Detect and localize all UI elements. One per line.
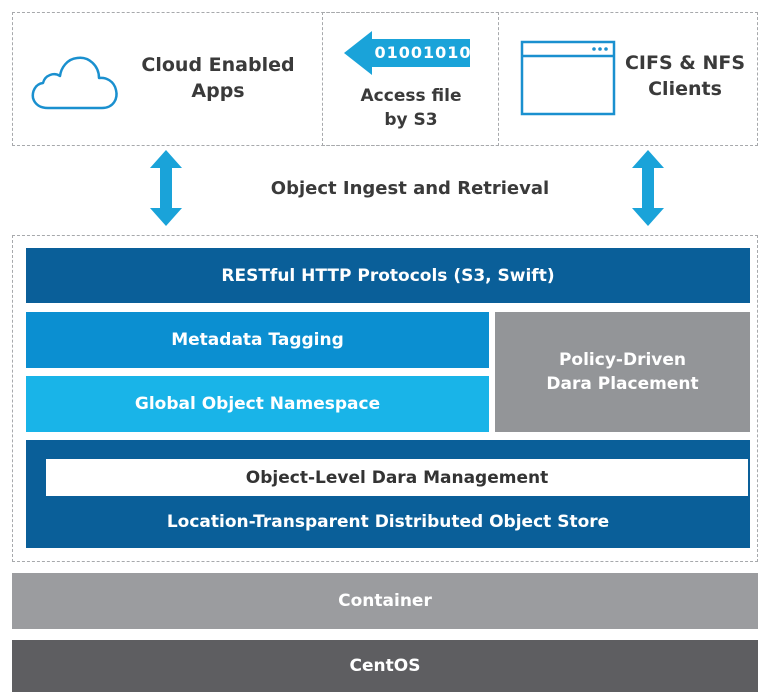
window-icon xyxy=(520,40,616,116)
cloud-icon xyxy=(31,56,118,110)
double-arrow-icon xyxy=(632,150,664,226)
cifs-nfs-label-line1: CIFS & NFS xyxy=(624,52,746,74)
cifs-nfs-label: CIFS & NFS Clients xyxy=(620,50,750,102)
ingest-label: Object Ingest and Retrieval xyxy=(270,177,550,199)
object-store-label: Location-Transparent Distributed Object … xyxy=(166,512,610,532)
platform-frame xyxy=(12,235,758,562)
double-arrow-icon xyxy=(150,150,182,226)
cifs-nfs-label-line2: Clients xyxy=(648,78,722,100)
s3-access-label-line1: Access file xyxy=(360,86,462,106)
object-level-management-bar: Object-Level Dara Management xyxy=(46,459,748,496)
os-layer: CentOS xyxy=(12,640,758,692)
policy-placement-line2: Dara Placement xyxy=(546,374,699,394)
policy-placement-block: Policy-Driven Dara Placement xyxy=(495,312,750,432)
restful-protocols-layer: RESTful HTTP Protocols (S3, Swift) xyxy=(26,248,750,303)
left-arrow-binary-icon xyxy=(344,31,470,75)
cloud-apps-label: Cloud Enabled Apps xyxy=(141,54,295,102)
binary-text: 01001010 xyxy=(374,43,472,62)
policy-placement-line1: Policy-Driven xyxy=(558,350,687,370)
s3-access-label: Access file by S3 xyxy=(330,84,492,132)
container-layer: Container xyxy=(12,573,758,629)
s3-access-frame xyxy=(322,12,499,146)
metadata-tagging-block: Metadata Tagging xyxy=(26,312,489,368)
s3-access-label-line2: by S3 xyxy=(384,110,438,130)
global-namespace-block: Global Object Namespace xyxy=(26,376,489,432)
